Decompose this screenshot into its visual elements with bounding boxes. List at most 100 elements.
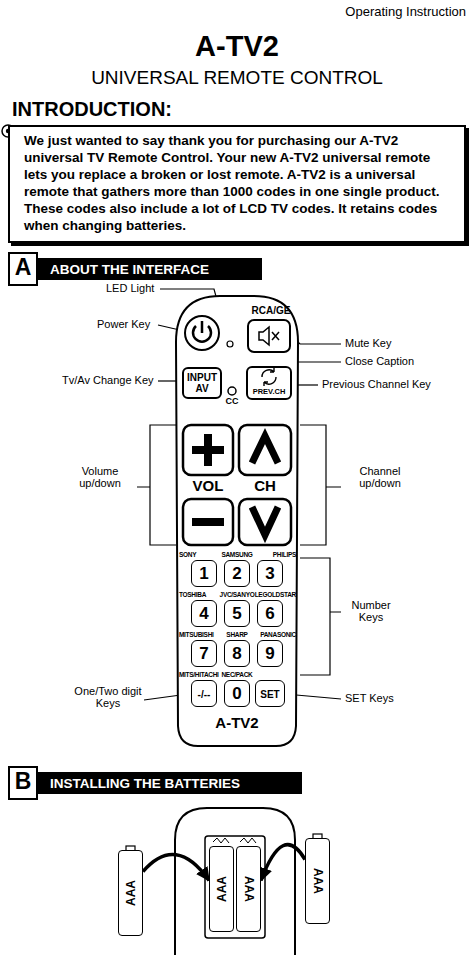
leader-line <box>292 336 341 344</box>
number-key: 5 <box>224 600 250 627</box>
battery: AAA <box>236 846 261 932</box>
brand-label: SONY <box>179 551 196 558</box>
brand-label: SAMSUNG <box>202 551 272 558</box>
printed-label: VOL <box>183 477 233 494</box>
callout-label: Mute Key <box>345 337 391 349</box>
callout-label: Power Key <box>97 318 150 330</box>
vol-up-button <box>183 425 233 475</box>
bracket <box>300 558 341 675</box>
button-label: 4 <box>199 604 208 624</box>
callout-label: Channel up/down <box>344 465 416 489</box>
led-light <box>227 341 233 347</box>
battery-label: AAA <box>124 880 138 906</box>
button-label: 8 <box>232 644 241 664</box>
subtitle: UNIVERSAL REMOTE CONTROL <box>0 67 474 89</box>
battery-compartment <box>205 836 265 938</box>
spring <box>240 838 256 843</box>
cc-button <box>228 387 236 395</box>
intro-box: INTRODUCTION:We just wanted to say thank… <box>8 98 466 243</box>
insert-arrow <box>143 854 209 880</box>
remote-control: RCA/GECCVOLCHSONYSAMSUNGPHILIPSTOSHIBAJV… <box>168 290 306 748</box>
header-note: Operating Instruction <box>345 4 466 19</box>
ch-down-button <box>239 499 291 545</box>
number-key: 8 <box>224 640 250 667</box>
battery: AAA <box>305 838 330 924</box>
button-label: 2 <box>232 564 241 584</box>
title: A-TV2 <box>0 30 474 63</box>
printed-label: RCA/GE <box>242 305 300 316</box>
section-title: INSTALLING THE BATTERIES <box>50 776 240 791</box>
number-key: 1 <box>191 560 217 587</box>
ch-up-button <box>239 425 291 475</box>
number-key: -/-- <box>191 680 217 707</box>
brand-label: PHILIPS <box>273 551 296 558</box>
battery-label: AAA <box>311 868 325 894</box>
number-key: 0 <box>224 680 250 707</box>
callout-label: One/Two digit Keys <box>74 685 142 709</box>
button: INPUT AV <box>182 367 222 399</box>
callout-label: Previous Channel Key <box>322 378 431 390</box>
battery-label: AAA <box>242 876 256 902</box>
battery: AAA <box>118 850 143 936</box>
brand-label: NEC/PACK <box>202 671 272 678</box>
button-label: 6 <box>265 604 274 624</box>
brand-label: MITS/HITACHI <box>179 671 219 678</box>
callout-label: SET Keys <box>345 692 394 704</box>
button-label: PREV.CH <box>253 387 286 396</box>
button-label: SET <box>260 688 279 699</box>
callout-label: Volume up/down <box>66 465 134 489</box>
mute-icon <box>259 327 269 345</box>
callout-label: Number Keys <box>344 599 398 623</box>
section-band: AABOUT THE INTERFACE <box>12 258 262 280</box>
number-key: 4 <box>191 600 217 627</box>
button-label: 9 <box>265 644 274 664</box>
button-label: 7 <box>199 644 208 664</box>
printed-label: A-TV2 <box>168 714 306 731</box>
number-key: 3 <box>257 560 283 587</box>
callout-label: Tv/Av Change Key <box>62 374 154 386</box>
power-button <box>185 316 219 350</box>
callout-label: LED Light <box>106 282 154 294</box>
bracket <box>137 425 176 545</box>
remote-body <box>176 296 298 746</box>
button: PREV.CH <box>246 366 292 400</box>
mute-button <box>248 320 290 352</box>
button-label: 1 <box>199 564 208 584</box>
spring <box>213 838 229 843</box>
intro-frame: We just wanted to say thank you for purc… <box>8 125 466 243</box>
button-label: INPUT AV <box>187 372 217 394</box>
section-title: ABOUT THE INTERFACE <box>50 262 209 277</box>
power-icon <box>193 321 211 342</box>
section-letter: B <box>8 766 38 800</box>
vol-down-button <box>183 499 233 545</box>
callout-label: Close Caption <box>345 355 414 367</box>
button-label: -/-- <box>198 688 211 699</box>
chevron-up <box>252 436 278 463</box>
number-key: 7 <box>191 640 217 667</box>
plus-icon <box>192 434 224 466</box>
brand-label: LEGOLDSTAR <box>255 591 296 598</box>
section-band: BINSTALLING THE BATTERIES <box>12 772 302 794</box>
prev-icon <box>262 368 276 386</box>
number-key: 9 <box>257 640 283 667</box>
battery: AAA <box>209 846 234 932</box>
number-key: 2 <box>224 560 250 587</box>
chevron-down <box>252 507 278 535</box>
number-key: SET <box>255 680 285 707</box>
printed-label: CH <box>239 477 291 494</box>
brand-label: TOSHIBA <box>179 591 206 598</box>
number-key: 6 <box>257 600 283 627</box>
mute-icon <box>272 332 279 340</box>
brand-label: MITSUBISHI <box>179 631 214 638</box>
remote-back <box>175 808 295 955</box>
insert-arrow <box>261 845 305 881</box>
bracket <box>300 425 341 545</box>
battery-label: AAA <box>215 876 229 902</box>
button-label: 0 <box>232 684 241 704</box>
intro-text: We just wanted to say thank you for purc… <box>24 132 454 234</box>
button-label: 3 <box>265 564 274 584</box>
button-label: 5 <box>232 604 241 624</box>
section-letter: A <box>8 252 38 286</box>
section-heading: INTRODUCTION: <box>12 98 470 121</box>
